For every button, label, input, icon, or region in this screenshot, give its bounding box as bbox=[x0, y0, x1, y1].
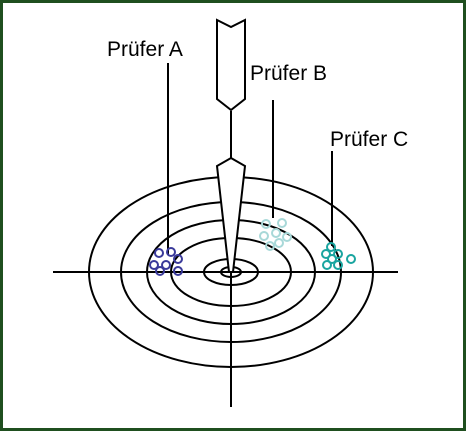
target-diagram bbox=[53, 18, 398, 407]
marker-a bbox=[154, 248, 164, 258]
marker-c bbox=[327, 254, 337, 264]
markers-group-c bbox=[321, 242, 356, 270]
marker-a bbox=[173, 254, 183, 264]
marker-b bbox=[282, 232, 292, 242]
marker-b bbox=[277, 218, 287, 228]
marker-c bbox=[322, 260, 332, 270]
marker-a bbox=[166, 247, 176, 257]
marker-a bbox=[149, 260, 159, 270]
markers-group-b bbox=[259, 218, 292, 251]
arrow-fletching bbox=[216, 18, 246, 112]
marker-c bbox=[333, 249, 343, 259]
marker-b bbox=[261, 219, 271, 229]
label-pruefer-c: Prüfer C bbox=[330, 128, 409, 151]
label-pruefer-b: Prüfer B bbox=[250, 62, 328, 85]
marker-c bbox=[346, 254, 356, 264]
marker-c bbox=[333, 260, 343, 270]
marker-b bbox=[271, 228, 281, 238]
marker-b bbox=[274, 238, 284, 248]
markers-group-a bbox=[149, 247, 183, 276]
marker-c bbox=[326, 242, 336, 252]
marker-c bbox=[321, 249, 331, 259]
marker-a bbox=[161, 260, 171, 270]
marker-a bbox=[155, 266, 165, 276]
arrow-tip bbox=[215, 156, 247, 273]
marker-b bbox=[265, 241, 275, 251]
marker-a bbox=[173, 266, 183, 276]
label-pruefer-a: Prüfer A bbox=[107, 38, 183, 61]
marker-b bbox=[259, 231, 269, 241]
